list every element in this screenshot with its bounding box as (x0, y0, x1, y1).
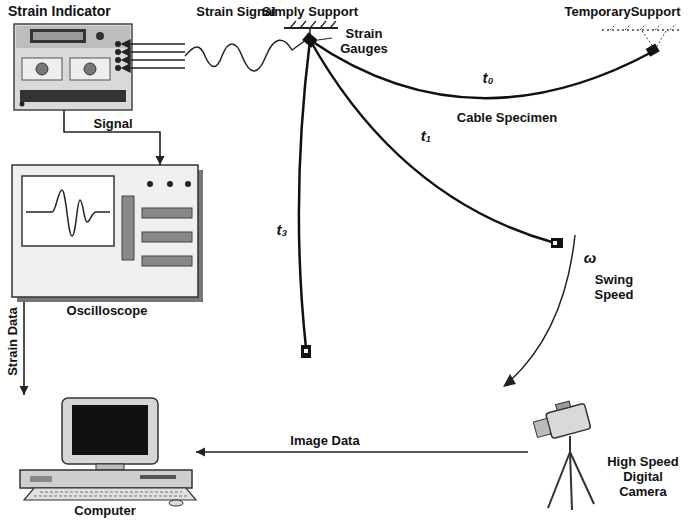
device-node: Oscilloscope (12, 165, 202, 322)
device-label: Computer (30, 503, 180, 518)
figure-label: Strain Gauges (333, 26, 395, 56)
device-label: Strain Indicator (8, 4, 138, 19)
signal-connector (64, 110, 165, 165)
connector-label: Signal (78, 116, 148, 131)
device-node: Strain Indicator (8, 2, 138, 110)
device-node: High Speed Digital Camera (528, 398, 686, 510)
figure-label: t₃ (272, 222, 292, 237)
figure-label: TemporarySupport (560, 4, 685, 19)
figure-label: ω (580, 250, 600, 265)
connector-label: Strain Data (5, 302, 20, 382)
device-label: High Speed Digital Camera (600, 454, 686, 499)
figure-label: t₁ (416, 128, 436, 143)
signal-connector (196, 448, 528, 457)
figure-label: Swing Speed (584, 272, 644, 302)
figure-label: t₀ (478, 70, 498, 85)
signal-connector (20, 302, 29, 395)
device-label: Oscilloscope (32, 303, 182, 318)
figure-label: Simply Support (255, 4, 365, 19)
figure-label: Cable Specimen (448, 110, 566, 125)
device-node: Computer (10, 395, 198, 522)
connector-label: Image Data (280, 433, 370, 448)
